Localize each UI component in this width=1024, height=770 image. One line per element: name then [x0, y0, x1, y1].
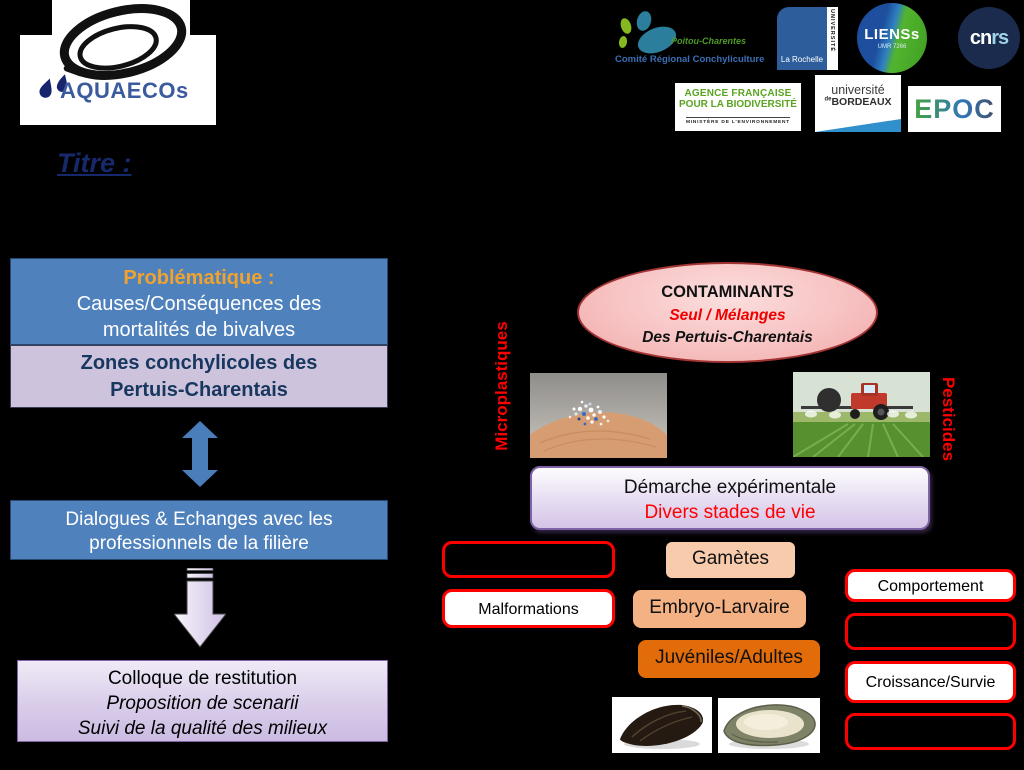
afb-line1: AGENCE FRANÇAISE — [684, 88, 792, 99]
problematique-box: Problématique : Causes/Conséquences des … — [10, 258, 388, 345]
endpoint-empty-right-1 — [845, 613, 1016, 650]
endpoint-empty-left — [442, 541, 615, 578]
logo-background — [20, 35, 216, 125]
contaminants-ellipse: CONTAMINANTS Seul / Mélanges Des Pertuis… — [577, 262, 878, 363]
demarche-line1: Démarche expérimentale — [623, 477, 837, 498]
oyster-drawing-icon — [59, 4, 187, 80]
stage-gametes: Gamètes — [666, 542, 795, 578]
bordeaux-universite-label: université — [831, 83, 885, 97]
cnrs-logo: cnrs — [958, 7, 1020, 69]
universite-vertical-label: UNIVERSITÉ — [829, 9, 835, 53]
stage-embryo-larvaire: Embryo-Larvaire — [633, 590, 806, 628]
microplastiques-vertical-label: Microplastiques — [492, 321, 511, 451]
colloque-line2: Proposition de scenarii — [106, 693, 299, 715]
zones-line2: Pertuis-Charentais — [110, 379, 288, 401]
epoc-label: EPOC — [914, 93, 995, 124]
la-rochelle-universite-logo: La Rochelle UNIVERSITÉ — [777, 7, 838, 70]
epoc-logo: EPOC — [908, 86, 1001, 132]
zones-conchylicoles-box: Zones conchylicoles des Pertuis-Charenta… — [10, 345, 388, 408]
la-rochelle-square: La Rochelle — [777, 7, 827, 70]
problematique-line2: mortalités de bivalves — [102, 319, 296, 341]
afb-line2: POUR LA BIODIVERSITÉ — [679, 99, 797, 110]
bordeaux-label: deBORDEAUX — [824, 96, 892, 108]
zones-line1: Zones conchylicoles des — [80, 352, 318, 374]
lienss-logo: LIENSs UMR 7266 — [857, 3, 927, 73]
title-label: Titre : — [57, 148, 132, 178]
endpoint-malformations: Malformations — [442, 589, 615, 628]
problematique-title: Problématique : — [123, 267, 275, 289]
crc-poitou-charentes-logo: Poitou-Charentes Comité Régional Conchyl… — [613, 10, 771, 72]
double-arrow-icon — [182, 421, 218, 487]
la-rochelle-strip: UNIVERSITÉ — [827, 7, 838, 70]
logo-title: AQUAECOs — [60, 78, 189, 103]
lienss-label: LIENSs — [864, 26, 920, 43]
lienss-umr-label: UMR 7266 — [877, 44, 907, 50]
endpoint-croissance-survie: Croissance/Survie — [845, 661, 1016, 703]
dialogues-line2: professionnels de la filière — [89, 532, 309, 554]
afb-ministere-label: MINISTÈRE DE L'ENVIRONNEMENT — [685, 117, 791, 125]
contaminants-title: CONTAMINANTS — [661, 283, 794, 301]
contaminants-line3: Des Pertuis-Charentais — [642, 329, 813, 347]
demarche-box: Démarche expérimentale Divers stades de … — [530, 466, 930, 530]
universite-bordeaux-logo: université deBORDEAUX — [815, 75, 901, 132]
bordeaux-swoosh-icon — [815, 119, 901, 132]
colloque-line3: Suivi de la qualité des milieux — [77, 718, 328, 740]
dialogues-line1: Dialogues & Echanges avec les — [65, 509, 333, 530]
plastic-particles-icon — [568, 400, 610, 426]
colloque-box: Colloque de restitution Proposition de s… — [17, 660, 388, 742]
crc-drops-icon — [618, 11, 677, 54]
colloque-line1: Colloque de restitution — [107, 668, 298, 689]
oyster-photo — [718, 698, 820, 753]
striped-down-arrow-icon — [174, 568, 226, 648]
pesticides-vertical-label: Pesticides — [939, 376, 958, 462]
la-rochelle-label: La Rochelle — [780, 55, 824, 64]
crc-region-label: Poitou-Charentes — [671, 36, 747, 46]
demarche-line2: Divers stades de vie — [644, 501, 816, 523]
endpoint-empty-right-2 — [845, 713, 1016, 750]
microplastics-photo — [530, 373, 667, 458]
problematique-line1: Causes/Conséquences des — [76, 293, 322, 315]
mussel-photo — [612, 697, 712, 753]
dialogues-box: Dialogues & Echanges avec les profession… — [10, 500, 388, 560]
endpoint-comportement: Comportement — [845, 569, 1016, 602]
stage-juveniles-adultes: Juvéniles/Adultes — [638, 640, 820, 678]
cnrs-label: cnrs — [969, 26, 1009, 49]
water-drops-icon — [39, 74, 67, 98]
contaminants-line2: Seul / Mélanges — [669, 306, 786, 324]
pesticide-tractor-photo — [793, 372, 930, 457]
aquaecos-logo: AQUAECOs — [20, 0, 216, 125]
crc-name-label: Comité Régional Conchyliculture — [615, 54, 765, 65]
agence-biodiversite-logo: AGENCE FRANÇAISE POUR LA BIODIVERSITÉ MI… — [675, 83, 801, 131]
